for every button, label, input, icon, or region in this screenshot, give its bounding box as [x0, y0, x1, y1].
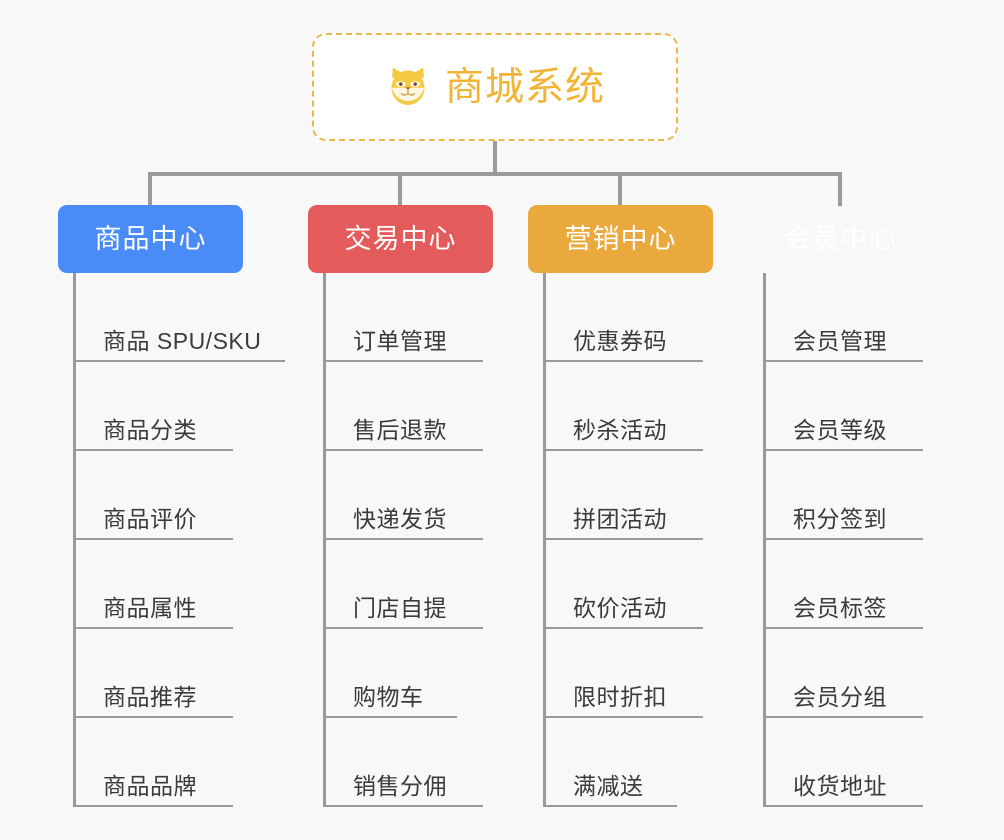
category-label: 交易中心 — [344, 223, 457, 254]
leaf-item[interactable]: 销售分佣 — [323, 718, 483, 807]
leaf-underline — [763, 449, 923, 451]
leaf-underline — [543, 538, 703, 540]
category-box-1[interactable]: 商品中心 — [58, 205, 243, 273]
leaf-item[interactable]: 订单管理 — [323, 273, 483, 362]
leaf-item[interactable]: 限时折扣 — [543, 629, 703, 718]
leaf-column-4: 会员管理会员等级积分签到会员标签会员分组收货地址 — [763, 273, 923, 807]
leaf-label: 订单管理 — [353, 328, 447, 354]
leaf-label: 商品分类 — [103, 417, 197, 443]
leaf-underline — [323, 538, 483, 540]
leaf-item[interactable]: 门店自提 — [323, 540, 483, 629]
connector-drop-4 — [838, 174, 842, 206]
connector-drop-3 — [618, 174, 622, 206]
leaf-label: 满减送 — [573, 773, 644, 799]
leaf-item[interactable]: 会员等级 — [763, 362, 923, 451]
leaf-item[interactable]: 商品推荐 — [73, 629, 261, 718]
leaf-underline — [543, 360, 703, 362]
leaf-item[interactable]: 售后退款 — [323, 362, 483, 451]
leaf-underline — [73, 805, 233, 807]
root-title: 商城系统 — [444, 65, 605, 109]
leaf-item[interactable]: 会员管理 — [763, 273, 923, 362]
leaf-item[interactable]: 秒杀活动 — [543, 362, 703, 451]
category-box-2[interactable]: 交易中心 — [308, 205, 493, 273]
leaf-underline — [323, 716, 457, 718]
leaf-label: 拼团活动 — [573, 506, 667, 532]
category-box-4[interactable]: 会员中心 — [748, 205, 933, 273]
leaf-column-1: 商品 SPU/SKU 商品分类商品评价商品属性商品推荐商品品牌 — [73, 273, 285, 807]
leaf-column-2: 订单管理售后退款快递发货门店自提购物车销售分佣 — [323, 273, 483, 807]
leaf-label: 商品评价 — [103, 506, 197, 532]
leaf-item[interactable]: 收货地址 — [763, 718, 923, 807]
leaf-underline — [763, 716, 923, 718]
category-label: 营销中心 — [564, 223, 677, 254]
leaf-label: 商品属性 — [103, 595, 197, 621]
leaf-item[interactable]: 拼团活动 — [543, 451, 703, 540]
leaf-label: 快递发货 — [353, 506, 447, 532]
leaf-label: 会员管理 — [793, 328, 887, 354]
leaf-label: 购物车 — [353, 684, 424, 710]
leaf-item[interactable]: 商品 SPU/SKU — [73, 273, 285, 362]
leaf-label: 优惠券码 — [573, 328, 667, 354]
leaf-underline — [763, 805, 923, 807]
leaf-label: 商品 SPU/SKU — [103, 328, 262, 354]
connector-bus — [148, 172, 842, 176]
dog-face-icon — [391, 67, 425, 105]
leaf-item[interactable]: 满减送 — [543, 718, 677, 807]
leaf-label: 砍价活动 — [573, 595, 667, 621]
leaf-underline — [543, 716, 703, 718]
connector-drop-1 — [148, 174, 152, 206]
leaf-underline — [543, 627, 703, 629]
leaf-label: 售后退款 — [353, 417, 447, 443]
leaf-underline — [73, 716, 233, 718]
leaf-spine — [323, 273, 326, 807]
leaf-label: 秒杀活动 — [573, 417, 667, 443]
category-box-3[interactable]: 营销中心 — [528, 205, 713, 273]
leaf-label: 收货地址 — [793, 773, 887, 799]
leaf-underline — [323, 627, 483, 629]
leaf-item[interactable]: 砍价活动 — [543, 540, 703, 629]
leaf-underline — [73, 627, 233, 629]
leaf-underline — [763, 627, 923, 629]
leaf-item[interactable]: 会员分组 — [763, 629, 923, 718]
leaf-underline — [763, 538, 923, 540]
leaf-underline — [323, 449, 483, 451]
root-node[interactable]: 商城系统 — [312, 33, 678, 141]
leaf-column-3: 优惠券码秒杀活动拼团活动砍价活动限时折扣满减送 — [543, 273, 703, 807]
leaf-underline — [73, 449, 233, 451]
leaf-item[interactable]: 积分签到 — [763, 451, 923, 540]
connector-root-stem — [493, 141, 497, 175]
leaf-underline — [73, 538, 233, 540]
leaf-label: 门店自提 — [353, 595, 447, 621]
leaf-item[interactable]: 商品分类 — [73, 362, 261, 451]
category-label: 会员中心 — [784, 223, 897, 254]
leaf-item[interactable]: 优惠券码 — [543, 273, 703, 362]
leaf-spine — [73, 273, 76, 807]
leaf-label: 限时折扣 — [573, 684, 667, 710]
leaf-label: 销售分佣 — [353, 773, 447, 799]
leaf-spine — [543, 273, 546, 807]
leaf-item[interactable]: 快递发货 — [323, 451, 483, 540]
leaf-item[interactable]: 商品品牌 — [73, 718, 261, 807]
leaf-label: 积分签到 — [793, 506, 887, 532]
leaf-label: 会员等级 — [793, 417, 887, 443]
leaf-label: 会员分组 — [793, 684, 887, 710]
leaf-underline — [323, 360, 483, 362]
leaf-label: 商品推荐 — [103, 684, 197, 710]
leaf-item[interactable]: 购物车 — [323, 629, 457, 718]
leaf-item[interactable]: 会员标签 — [763, 540, 923, 629]
leaf-label: 会员标签 — [793, 595, 887, 621]
leaf-label: 商品品牌 — [103, 773, 197, 799]
leaf-underline — [323, 805, 483, 807]
leaf-spine — [763, 273, 766, 807]
leaf-underline — [73, 360, 285, 362]
leaf-underline — [763, 360, 923, 362]
category-label: 商品中心 — [94, 223, 207, 254]
leaf-item[interactable]: 商品评价 — [73, 451, 261, 540]
leaf-underline — [543, 805, 677, 807]
leaf-item[interactable]: 商品属性 — [73, 540, 261, 629]
connector-drop-2 — [398, 174, 402, 206]
leaf-underline — [543, 449, 703, 451]
